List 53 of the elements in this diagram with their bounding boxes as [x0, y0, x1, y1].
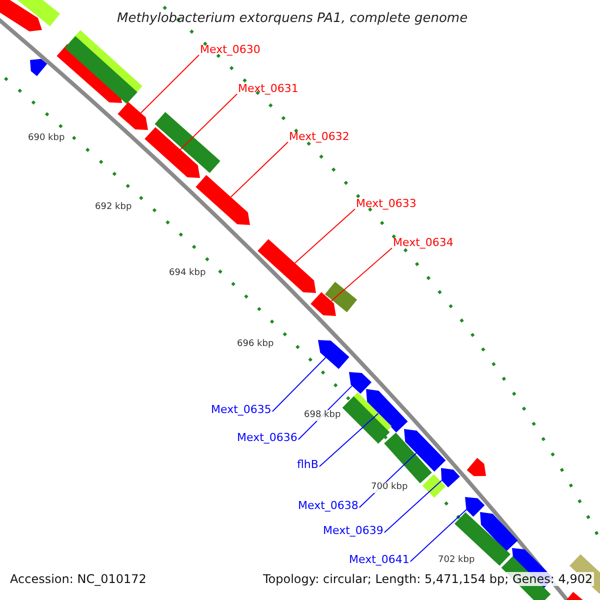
gene-segment [422, 474, 446, 498]
leader-line [410, 509, 467, 562]
gene-segment [324, 282, 358, 312]
gene-segment [118, 102, 148, 130]
gene-segment [154, 112, 220, 173]
tick-label: 696 kbp [236, 339, 275, 350]
gene-segment [404, 429, 446, 472]
gene-segment [196, 175, 250, 225]
footer-text: Accession: NC_010172 [9, 572, 148, 586]
footer-text: Topology: circular; Length: 5,471,154 bp; Genes: 4,902 [262, 572, 594, 586]
gene-label: flhB [297, 459, 318, 470]
gene-segment [454, 512, 510, 566]
gene-segment [349, 372, 372, 394]
gene-segment [318, 340, 350, 369]
gene-label: Mext_0638 [298, 500, 358, 511]
leader-line [318, 413, 379, 467]
leader-line [272, 357, 326, 412]
gene-segment [342, 392, 392, 444]
tick-label: 698 kbp [303, 410, 342, 421]
tick-label: 690 kbp [27, 133, 66, 144]
gene-segment [441, 468, 460, 488]
gene-segment [0, 0, 42, 32]
tick-label: 694 kbp [168, 268, 207, 279]
gene-segment [144, 127, 200, 178]
leader-line [230, 142, 288, 198]
leader-line [384, 480, 442, 533]
gene-label: Mext_0635 [211, 404, 272, 415]
title: Methylobacterium extorquens PA1, complete genome [117, 12, 468, 25]
gene-label: Mext_0630 [200, 44, 260, 55]
gene-segment [30, 58, 48, 76]
gene-segment [480, 512, 518, 552]
tick-label: 700 kbp [370, 482, 409, 493]
leader-line [180, 94, 238, 150]
gene-segment [310, 292, 336, 316]
gene-segment [366, 389, 408, 432]
gene-segment [466, 458, 486, 476]
gene-segment [15, 0, 60, 26]
gene-label: Mext_0641 [349, 554, 410, 565]
tick-label: 702 kbp [437, 555, 476, 566]
gene-segment [64, 30, 142, 104]
tick-label: 692 kbp [94, 202, 133, 213]
leader-line [294, 208, 356, 264]
gene-label: Mext_0634 [393, 237, 454, 248]
leader-line [330, 248, 392, 302]
gene-label: Mext_0639 [323, 525, 384, 536]
gene-label: Mext_0631 [238, 83, 298, 94]
gene-label: Mext_0636 [237, 432, 298, 443]
gene-label: Mext_0633 [356, 198, 416, 209]
gene-segment [465, 497, 485, 517]
leader-line [140, 54, 200, 114]
gene-segment [258, 239, 316, 293]
gene-segment [384, 432, 432, 484]
gene-label: Mext_0632 [289, 131, 350, 142]
